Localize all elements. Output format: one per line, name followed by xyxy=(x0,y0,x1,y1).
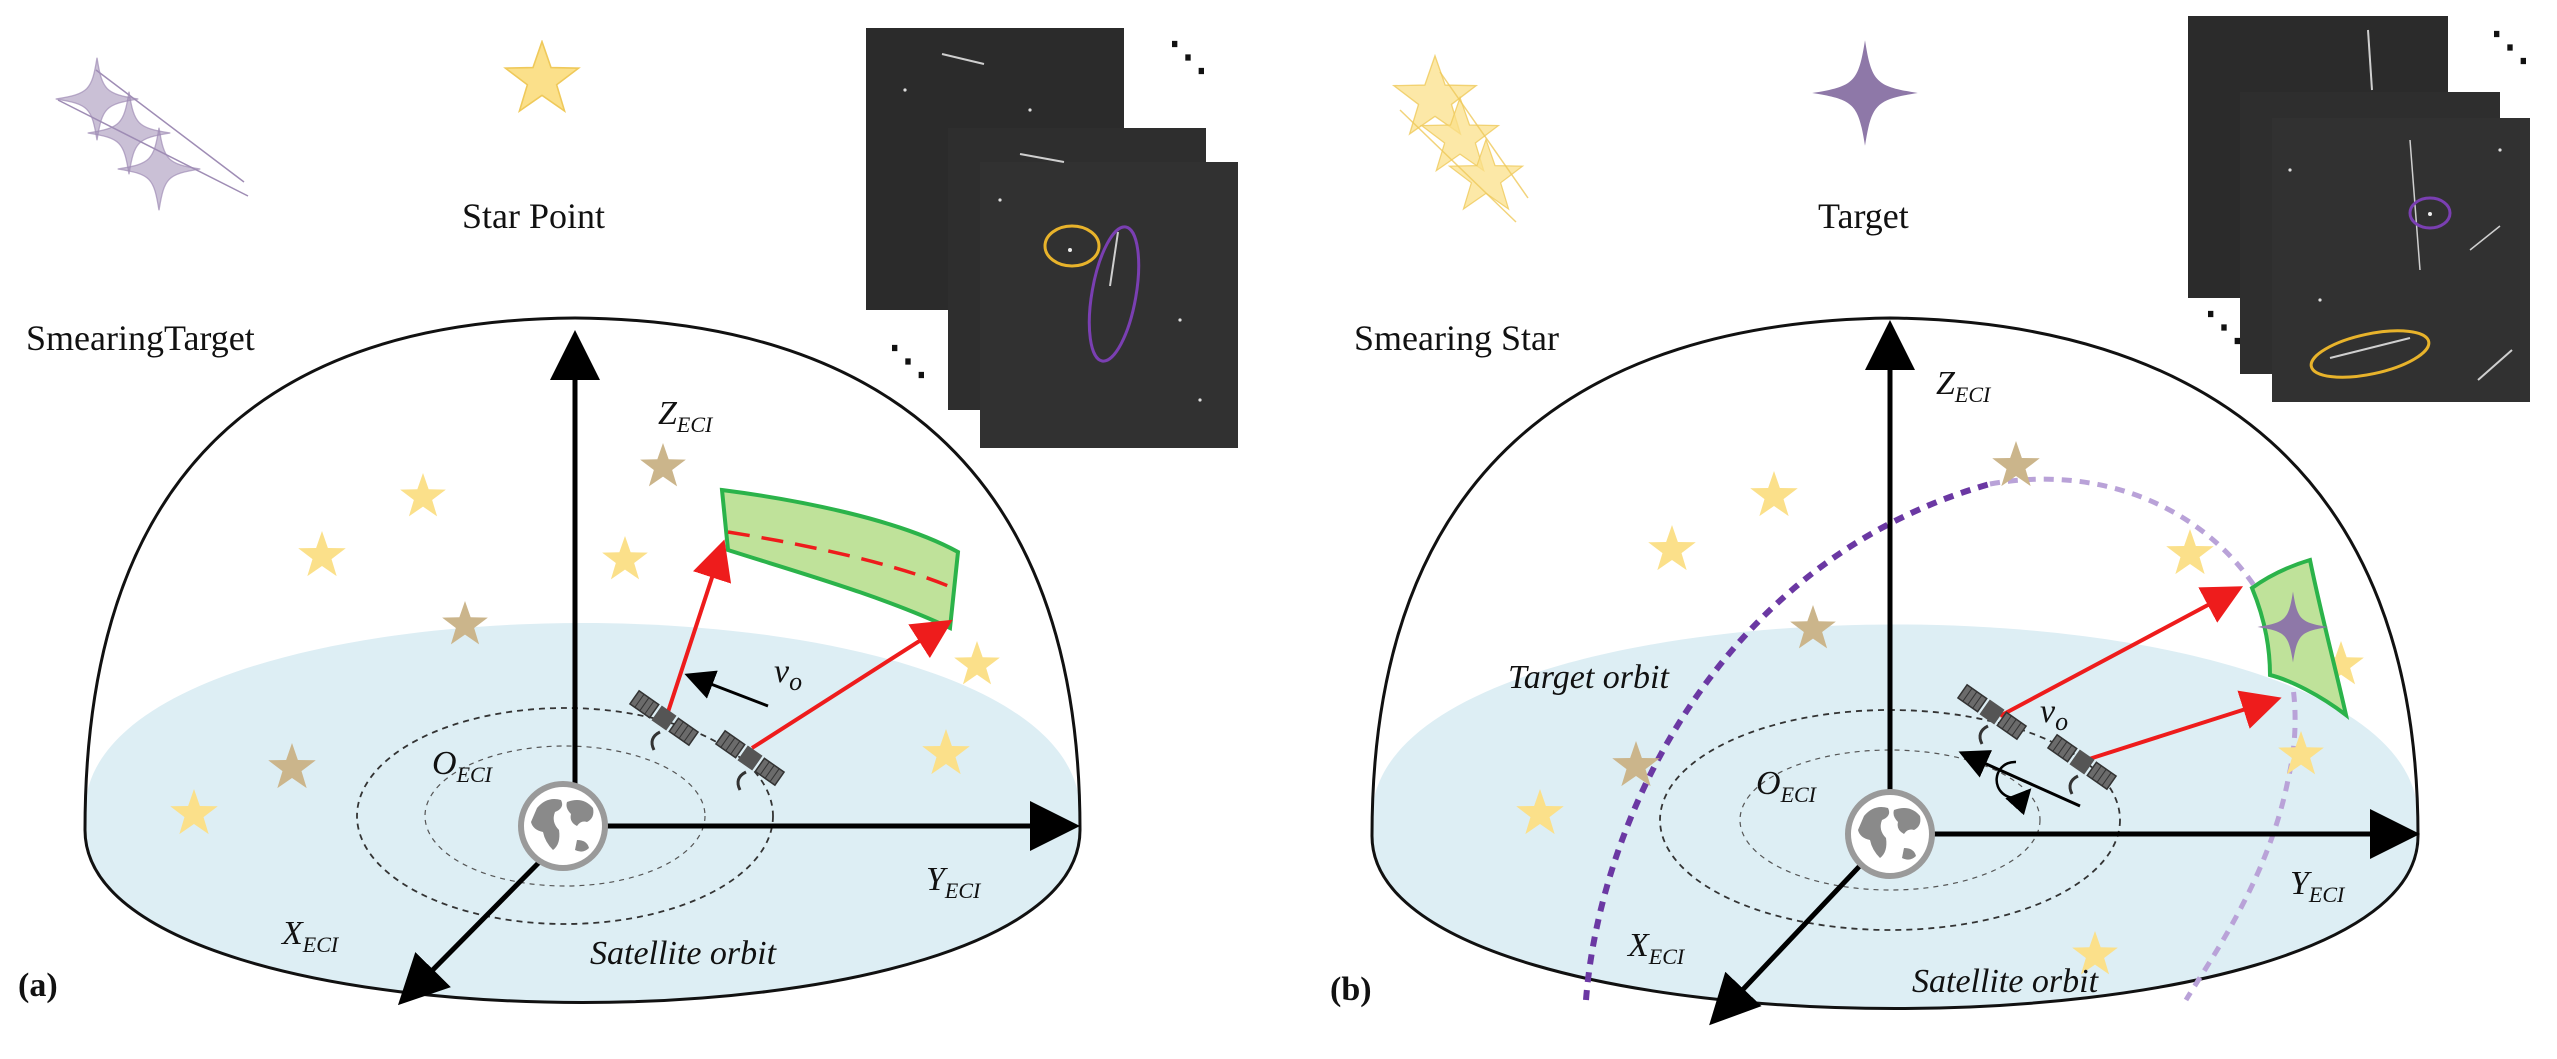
dome-base-b xyxy=(1370,835,2420,1010)
satellite-orbit-label-a: Satellite orbit xyxy=(590,935,778,972)
origin-label-b: OECI xyxy=(1756,765,1818,807)
fov-centerline-a xyxy=(727,530,954,590)
ray-a-1 xyxy=(666,539,732,713)
ellipsis-top-b: ⋱ xyxy=(2490,24,2530,69)
dome-base-a xyxy=(83,829,1082,1004)
origin-label-a: OECI xyxy=(432,745,494,787)
celestial-dome-a xyxy=(83,316,1082,831)
legend-smearing-label-a: SmearingTarget xyxy=(26,318,255,358)
highlight-ellipse-purple-b xyxy=(2408,196,2452,230)
inner-orbit-b xyxy=(1739,749,2041,891)
star-icon xyxy=(400,473,446,517)
x-axis-label-b: XECI xyxy=(1626,927,1686,969)
legend-smearing-label-b: Smearing Star xyxy=(1354,318,1559,358)
star-icon xyxy=(2166,529,2214,575)
earth-icon xyxy=(1848,792,1932,876)
earth-icon xyxy=(521,784,605,868)
panel-a: ZECI YECI XECI OECI vo Satellite orbit (… xyxy=(18,28,1238,1006)
panel-b: ZECI YECI XECI OECI vo Satellite orbit T… xyxy=(1330,16,2530,1026)
z-axis-label-a: ZECI xyxy=(658,395,714,437)
target-orbit-near xyxy=(1583,481,1991,1001)
legend-point-label-a: Star Point xyxy=(462,196,605,236)
ellipsis-bottom-a: ⋱ xyxy=(888,338,928,383)
fov-strip-a xyxy=(719,487,961,632)
target-legend-icon xyxy=(1812,40,1918,146)
ray-b-2 xyxy=(2085,690,2282,762)
ellipsis-top-a: ⋱ xyxy=(1168,34,1208,79)
panel-tag-a: (a) xyxy=(18,967,58,1004)
star-icon xyxy=(1750,471,1798,517)
highlight-ellipse-yellow-b xyxy=(2309,329,2431,379)
velocity-arrow-a xyxy=(684,670,769,708)
smearing-star-icon xyxy=(1393,55,1529,223)
ray-a-2 xyxy=(750,619,953,750)
star-icon xyxy=(1648,525,1696,571)
z-axis-label-b: ZECI xyxy=(1936,365,1992,407)
smearing-target-icon xyxy=(55,57,249,211)
velocity-label-b: vo xyxy=(2040,693,2068,736)
highlight-ellipse-yellow xyxy=(1043,224,1101,268)
star-icon xyxy=(298,531,346,577)
star-point-icon xyxy=(504,40,580,112)
satellite-orbit-label-b: Satellite orbit xyxy=(1912,963,2100,1000)
star-icon xyxy=(954,641,1000,685)
rotation-icon xyxy=(1995,760,2032,816)
ellipsis-bottom-b: ⋱ xyxy=(2204,304,2244,349)
image-stack-a xyxy=(866,28,1238,448)
highlight-ellipse-purple xyxy=(1087,225,1141,363)
panel-tag-b: (b) xyxy=(1330,971,1372,1008)
image-stack-b xyxy=(2188,16,2530,402)
velocity-label-a: vo xyxy=(774,653,802,696)
velocity-arrow-b xyxy=(1958,750,2081,808)
ray-b-1 xyxy=(1999,586,2244,718)
star-icon xyxy=(602,536,648,580)
x-axis-label-a: XECI xyxy=(280,915,340,957)
legend-point-label-b: Target xyxy=(1818,196,1909,236)
star-icon xyxy=(640,443,686,487)
inner-orbit-a xyxy=(424,745,706,887)
celestial-dome-b xyxy=(1370,316,2420,837)
target-orbit-far xyxy=(1989,476,2298,1002)
target-orbit-label: Target orbit xyxy=(1508,659,1670,696)
satellite-orbit-a xyxy=(356,707,774,925)
y-axis-label-b: YECI xyxy=(2290,865,2346,907)
y-axis-label-a: YECI xyxy=(926,861,982,903)
